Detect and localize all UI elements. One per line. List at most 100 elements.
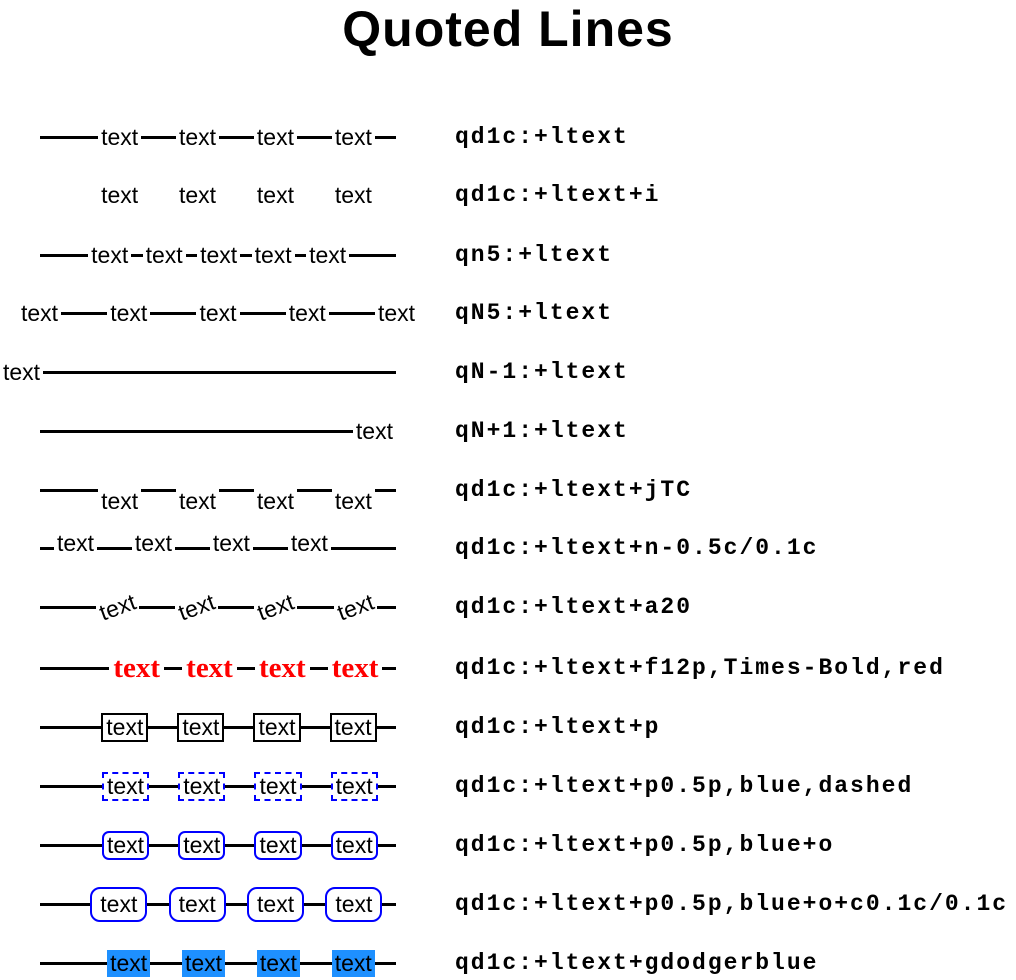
code-label: qd1c:+ltext+p0.5p,blue+o [455,832,835,858]
quoted-line: text [0,355,396,389]
line-segment [149,784,179,788]
line-segment [294,253,307,257]
line-segment [40,546,54,550]
line-label-boxed-clearance: text [247,886,305,922]
code-label: qN5:+ltext [455,300,614,326]
line-label: text [377,300,416,326]
line-segment [164,666,183,670]
line-segment [40,253,89,257]
code-label: qd1c:+ltext+f12p,Times-Bold,red [455,655,945,681]
line-segment [225,843,255,847]
line-label-red: text [186,652,233,684]
line-segment [301,784,331,788]
line-label: text [256,182,294,208]
code-label: qd1c:+ltext+n-0.5c/0.1c [455,535,819,561]
line-label: text [290,530,328,556]
line-label-filled: text [256,949,300,977]
quoted-line: text text text text [40,651,396,685]
line-label-boxed-clearance: text [90,886,148,922]
line-segment-invisible [40,194,98,197]
example-row: text text text text qd1c:+ltext+jTC [0,473,1016,514]
line-segment [149,843,179,847]
line-label: text [334,182,372,208]
line-segment-invisible [297,194,332,197]
line-segment [382,902,396,906]
line-label-boxed: text [329,712,377,742]
line-segment [330,546,396,550]
example-row: text text text text qd1c:+ltext+i [0,178,1016,212]
line-segment [377,784,396,788]
quoted-line: text text text text text [40,238,397,272]
line-label: text [334,124,372,150]
line-label-boxed-rounded: text [178,830,226,860]
line-label: text [95,588,140,626]
quoted-line: text text text text [40,946,396,980]
line-segment [377,843,396,847]
line-label: text [101,488,139,514]
line-segment [40,961,108,965]
example-row: text text text text qd1c:+ltext+p0.5p,bl… [0,769,1016,803]
code-label: qd1c:+ltext+i [455,182,661,208]
line-segment [141,135,176,139]
line-label: text [309,242,347,268]
page-title: Quoted Lines [342,1,674,57]
line-segment [299,961,332,965]
line-segment [61,311,108,315]
line-segment [40,784,102,788]
code-label: qd1c:+ltext+p0.5p,blue+o+c0.1c/0.1c [455,891,1009,917]
line-label-boxed-clearance: text [325,886,383,922]
quoted-line: text text text text text [18,296,418,330]
line-segment [150,311,197,315]
line-label-filled: text [107,949,151,977]
line-segment [296,135,332,139]
code-label: qd1c:+ltext+p0.5p,blue,dashed [455,773,914,799]
line-label: text [178,182,217,208]
line-label: text [256,488,294,514]
quoted-line: text text text text [40,530,396,565]
line-label-red: text [331,652,379,684]
line-segment [300,725,330,729]
line-label: text [101,182,139,208]
line-segment-invisible [219,194,254,197]
example-row: text text text text qd1c:+ltext+p [0,710,1016,744]
line-segment [376,725,396,729]
line-segment [304,902,326,906]
line-segment [224,725,254,729]
quoted-line: text text text text [40,473,397,514]
example-row: text text text text text qN5:+ltext [0,296,1016,330]
line-segment [374,488,397,492]
line-segment [40,605,96,609]
line-label-boxed-dashed: text [178,771,226,801]
line-segment [219,488,254,492]
line-label: text [200,242,238,268]
quoted-line: text text text text [40,588,396,626]
line-label-red: text [113,652,161,684]
line-label-boxed-dashed: text [254,771,302,801]
line-segment [382,666,396,670]
line-segment [138,605,175,609]
line-label-boxed-dashed: text [330,771,378,801]
example-row: text text text text qd1c:+ltext+p0.5p,bl… [0,886,1016,922]
line-segment [43,370,396,374]
line-segment [141,488,176,492]
line-segment [374,135,397,139]
quoted-line: text text text text [40,769,396,803]
line-label: text [288,300,326,326]
line-label: text [174,588,219,626]
example-row: text text text text qd1c:+ltext [0,120,1016,154]
line-label-boxed-rounded: text [330,830,378,860]
quoted-line: text [40,414,396,448]
example-row: text qN-1:+ltext [0,355,1016,389]
line-segment [150,961,182,965]
line-segment [252,546,288,550]
quoted-line: text text text text [40,710,396,744]
code-label: qd1c:+ltext+p [455,714,661,740]
line-segment [147,902,169,906]
line-segment [301,843,331,847]
line-segment [40,902,91,906]
line-label: text [178,488,217,514]
quoted-line: text text text text [40,178,396,212]
line-label: text [91,242,129,268]
line-label: text [21,300,59,326]
